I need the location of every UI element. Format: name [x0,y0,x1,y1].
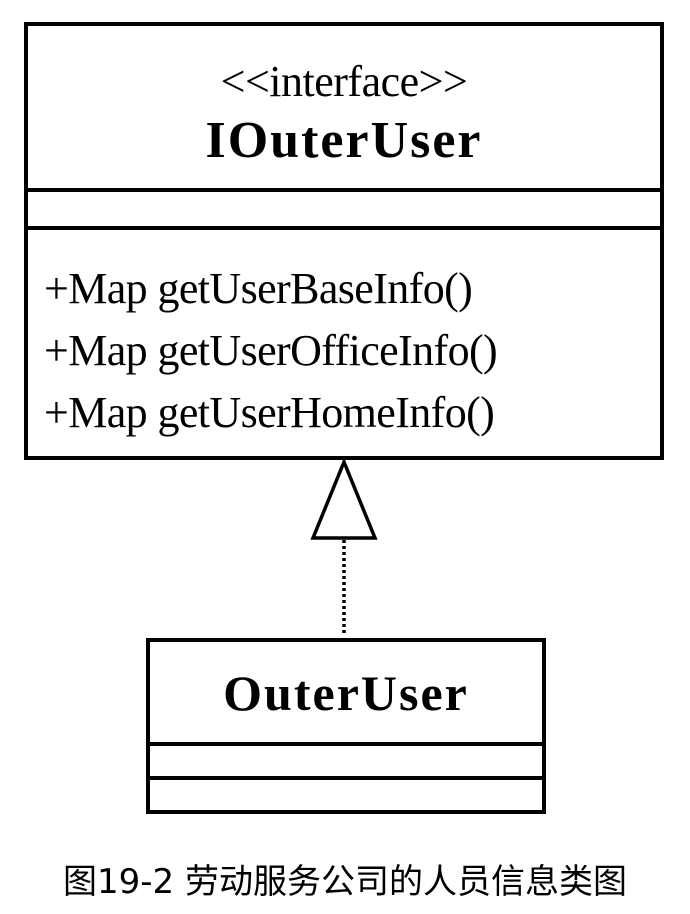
interface-stereotype: <<interface>> [220,57,468,106]
implementing-class-header: OuterUser [150,642,542,746]
operation-get-user-base-info: +Map getUserBaseInfo() [44,264,473,313]
interface-class-box: <<interface>> IOuterUser +Map getUserBas… [24,22,664,460]
implementing-class-name: OuterUser [223,665,469,721]
implementing-attributes-compartment [150,746,542,780]
interface-class-name: IOuterUser [205,112,483,169]
interface-attributes-compartment [28,192,660,230]
figure-caption: 图19-2 劳动服务公司的人员信息类图 [63,862,627,902]
interface-operations-compartment: +Map getUserBaseInfo() +Map getUserOffic… [28,230,660,444]
implementing-class-box: OuterUser [146,638,546,814]
realization-hollow-triangle-arrowhead [310,457,378,540]
interface-class-header: <<interface>> IOuterUser [28,26,660,192]
operation-get-user-office-info: +Map getUserOfficeInfo() [44,326,498,375]
operation-get-user-home-info: +Map getUserHomeInfo() [44,388,495,437]
